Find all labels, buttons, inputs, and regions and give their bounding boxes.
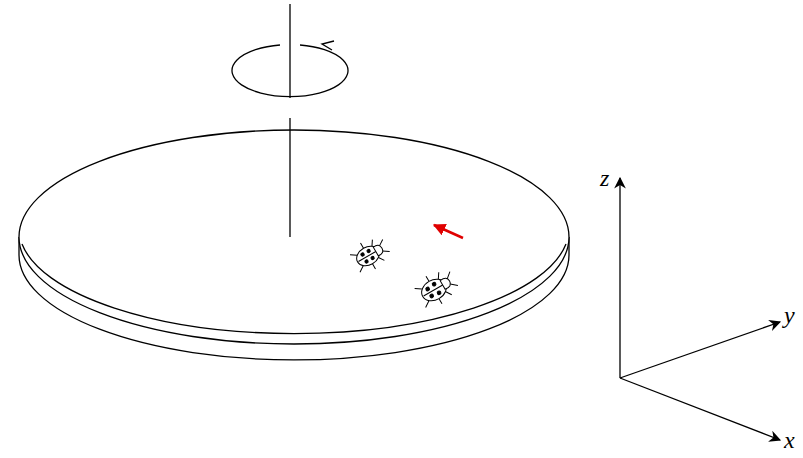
x-axis [620,378,780,440]
axis-upper [289,4,290,98]
ladybug [412,265,462,312]
y-axis [620,322,780,378]
axis-label: y [784,303,795,327]
velocity-arrow [434,225,463,238]
disk-edge [22,244,566,334]
coordinate-axes [620,178,780,440]
rotating-disk [19,130,569,360]
z-axis [619,178,620,378]
ladybug [348,233,394,277]
axis-label: x [784,428,795,452]
axis-label: z [600,166,609,190]
rotation-arrowhead [322,41,334,50]
disk-top [19,130,569,344]
axis-lower [289,118,290,237]
rotation-axis [232,4,348,237]
rotation-arrow [232,45,348,97]
